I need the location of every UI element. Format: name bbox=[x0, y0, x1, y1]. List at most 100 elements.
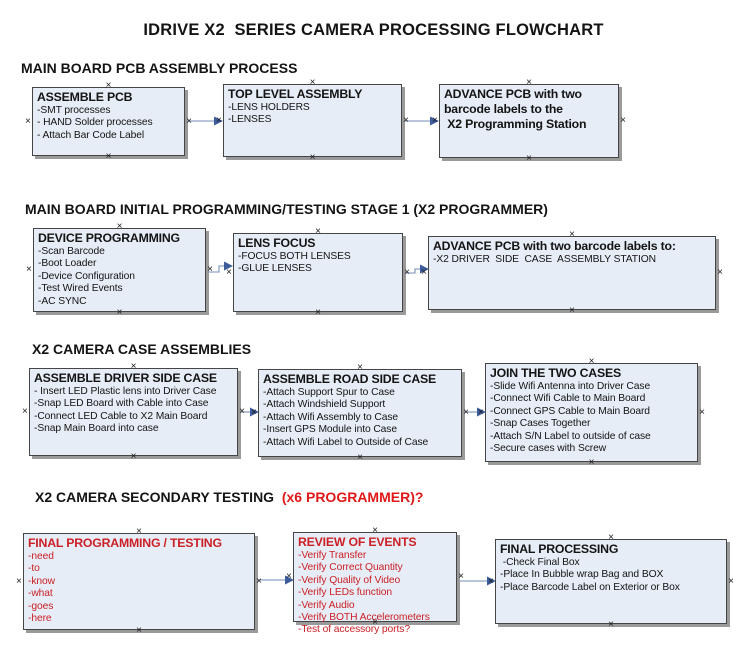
connector-arrow-8[interactable] bbox=[458, 576, 496, 586]
box-title: FINAL PROGRAMMING / TESTING bbox=[28, 536, 222, 550]
section-heading-text: MAIN BOARD INITIAL PROGRAMMING/TESTING S… bbox=[25, 201, 548, 217]
anchor-icon: × bbox=[357, 362, 363, 373]
box-title: ASSEMBLE ROAD SIDE CASE bbox=[263, 372, 437, 386]
anchor-icon: × bbox=[136, 526, 142, 537]
box-item: -Attach Windshield Support bbox=[263, 399, 386, 411]
anchor-icon: × bbox=[404, 266, 410, 278]
connector-arrow-2[interactable] bbox=[403, 116, 439, 126]
box-item: -Test Wired Events bbox=[38, 283, 123, 295]
box-item: -Snap Cases Together bbox=[490, 418, 591, 430]
anchor-icon: × bbox=[526, 77, 532, 88]
section-heading-pcb-assembly: MAIN BOARD PCB ASSEMBLY PROCESS bbox=[21, 60, 297, 76]
flow-box-lens-focus[interactable]: × × × × LENS FOCUS -FOCUS BOTH LENSES -GLUE… bbox=[226, 227, 410, 318]
box-item: -Test of accessory ports? bbox=[298, 624, 410, 636]
connector-arrow-6[interactable] bbox=[463, 407, 486, 417]
box-item: -know bbox=[28, 575, 55, 587]
flow-box-assemble-pcb[interactable]: ×××× ASSEMBLE PCB -SMT processes - HAND … bbox=[25, 81, 192, 162]
box-item: -Attach S/N Label to outside of case bbox=[490, 430, 651, 442]
box-title: ASSEMBLE DRIVER SIDE CASE bbox=[34, 371, 217, 385]
anchor-icon: × bbox=[116, 307, 123, 318]
anchor-icon: × bbox=[116, 221, 123, 232]
anchor-icon: × bbox=[136, 625, 142, 636]
anchor-icon: × bbox=[315, 307, 321, 318]
connector-arrow-4[interactable] bbox=[404, 264, 429, 274]
flow-box-join-the-two-cases[interactable]: ×××× JOIN THE TWO CASES -Slide Wifi Ante… bbox=[478, 357, 705, 468]
box-item: -Device Configuration bbox=[38, 270, 135, 282]
connector-arrow-7[interactable] bbox=[256, 575, 294, 585]
box-title: ASSEMBLE PCB bbox=[37, 90, 133, 104]
flow-box-device-programming[interactable]: ×××× DEVICE PROGRAMMING -Scan Barcode -B… bbox=[26, 222, 213, 318]
box-item: -Connect Wifi Cable to Main Board bbox=[490, 393, 646, 405]
box-title: ADVANCE PCB with two barcode labels to t… bbox=[444, 87, 587, 131]
flow-box-top-level-assembly[interactable]: ×××× TOP LEVEL ASSEMBLY -LENS HOLDERS -L… bbox=[216, 78, 409, 163]
anchor-icon: × bbox=[251, 407, 257, 418]
section-heading-case-assemblies: X2 CAMERA CASE ASSEMBLIES bbox=[32, 341, 251, 357]
box-item: -FOCUS BOTH LENSES bbox=[238, 251, 351, 262]
flow-box-review-of-events[interactable]: ×××× REVIEW OF EVENTS -Verify Transfer -… bbox=[286, 526, 464, 636]
flow-box-assemble-driver-side-case[interactable]: ×××× ASSEMBLE DRIVER SIDE CASE - Insert … bbox=[22, 362, 245, 462]
box-item: -Slide Wifi Antenna into Driver Case bbox=[490, 381, 651, 392]
box-item: -Snap Main Board into case bbox=[34, 423, 159, 435]
anchor-icon: × bbox=[357, 452, 363, 463]
flow-box-final-programming-testing[interactable]: ×××× FINAL PROGRAMMING / TESTING -need -… bbox=[16, 527, 262, 636]
box-title: LENS FOCUS bbox=[238, 236, 316, 250]
box-title: ADVANCE PCB with two barcode labels to: bbox=[433, 239, 676, 253]
anchor-icon: × bbox=[256, 575, 262, 587]
box-item: -Place Barcode Label on Exterior or Box bbox=[500, 581, 680, 593]
box-item: -GLUE LENSES bbox=[238, 263, 312, 275]
anchor-icon: × bbox=[569, 305, 575, 316]
flow-box-final-processing[interactable]: ×××× FINAL PROCESSING -Check Final Box -… bbox=[488, 533, 734, 630]
anchor-icon: × bbox=[699, 406, 705, 418]
anchor-icon: × bbox=[526, 153, 532, 164]
anchor-icon: × bbox=[403, 114, 409, 126]
anchor-icon: × bbox=[463, 407, 469, 418]
anchor-icon: × bbox=[717, 267, 723, 278]
section-heading-red-text: (x6 PROGRAMMER)? bbox=[281, 489, 424, 505]
anchor-icon: × bbox=[620, 115, 626, 126]
flow-box-advance-pcb-programming-station[interactable]: × × × × ADVANCE PCB with two barcode labels… bbox=[432, 78, 626, 164]
box-item: -Verify Quality of Video bbox=[298, 574, 401, 586]
box-item: -goes bbox=[28, 600, 54, 612]
box-title: FINAL PROCESSING bbox=[500, 542, 619, 556]
box-title: JOIN THE TWO CASES bbox=[490, 366, 621, 380]
box-item: -Verify Audio bbox=[298, 599, 355, 611]
box-title: TOP LEVEL ASSEMBLY bbox=[228, 87, 363, 101]
box-item: -Check Final Box bbox=[500, 557, 580, 568]
box-item: -Verify Correct Quantity bbox=[298, 562, 403, 574]
anchor-icon: × bbox=[458, 571, 464, 582]
anchor-icon: × bbox=[372, 525, 378, 536]
box-item: - Attach Bar Code Label bbox=[37, 129, 145, 141]
anchor-icon: × bbox=[309, 77, 316, 88]
box-item: -Connect LED Cable to X2 Main Board bbox=[34, 410, 208, 422]
anchor-icon: × bbox=[421, 267, 427, 278]
section-heading-text: X2 CAMERA SECONDARY TESTING bbox=[35, 489, 282, 505]
section-heading-initial-programming: MAIN BOARD INITIAL PROGRAMMING/TESTING S… bbox=[25, 201, 548, 217]
box-item: -need bbox=[28, 551, 54, 562]
connector-arrow-3[interactable] bbox=[207, 261, 233, 273]
box-item: -AC SYNC bbox=[38, 295, 87, 307]
box-item: -Scan Barcode bbox=[38, 246, 105, 257]
box-item: -Attach Wifi Assembly to Case bbox=[263, 411, 399, 423]
box-item: - HAND Solder processes bbox=[37, 117, 153, 129]
box-item: -Insert GPS Module into Case bbox=[263, 424, 397, 436]
flow-box-advance-pcb-driver-side[interactable]: ×××× ADVANCE PCB with two barcode labels… bbox=[421, 230, 723, 316]
anchor-icon: × bbox=[226, 266, 232, 278]
connector-arrow-5[interactable] bbox=[239, 407, 259, 417]
box-item: -Verify Transfer bbox=[298, 550, 367, 561]
box-item: -here bbox=[28, 613, 52, 625]
box-title: DEVICE PROGRAMMING bbox=[38, 231, 180, 245]
anchor-icon: × bbox=[488, 575, 494, 587]
anchor-icon: × bbox=[239, 406, 245, 417]
box-item: -SMT processes bbox=[37, 105, 111, 116]
section-heading-secondary-testing: X2 CAMERA SECONDARY TESTING (x6 PROGRAMM… bbox=[35, 489, 423, 505]
anchor-icon: × bbox=[130, 361, 137, 372]
box-item: -Place In Bubble wrap Bag and BOX bbox=[500, 569, 664, 581]
anchor-icon: × bbox=[315, 226, 321, 237]
connector-arrow-1[interactable] bbox=[186, 116, 223, 126]
box-item: -LENS HOLDERS bbox=[228, 102, 310, 113]
anchor-icon: × bbox=[432, 115, 438, 126]
box-item: -Secure cases with Screw bbox=[490, 443, 607, 455]
section-heading-text: X2 CAMERA CASE ASSEMBLIES bbox=[32, 341, 252, 357]
flow-box-assemble-road-side-case[interactable]: ×××× ASSEMBLE ROAD SIDE CASE -Attach Sup… bbox=[251, 363, 469, 463]
